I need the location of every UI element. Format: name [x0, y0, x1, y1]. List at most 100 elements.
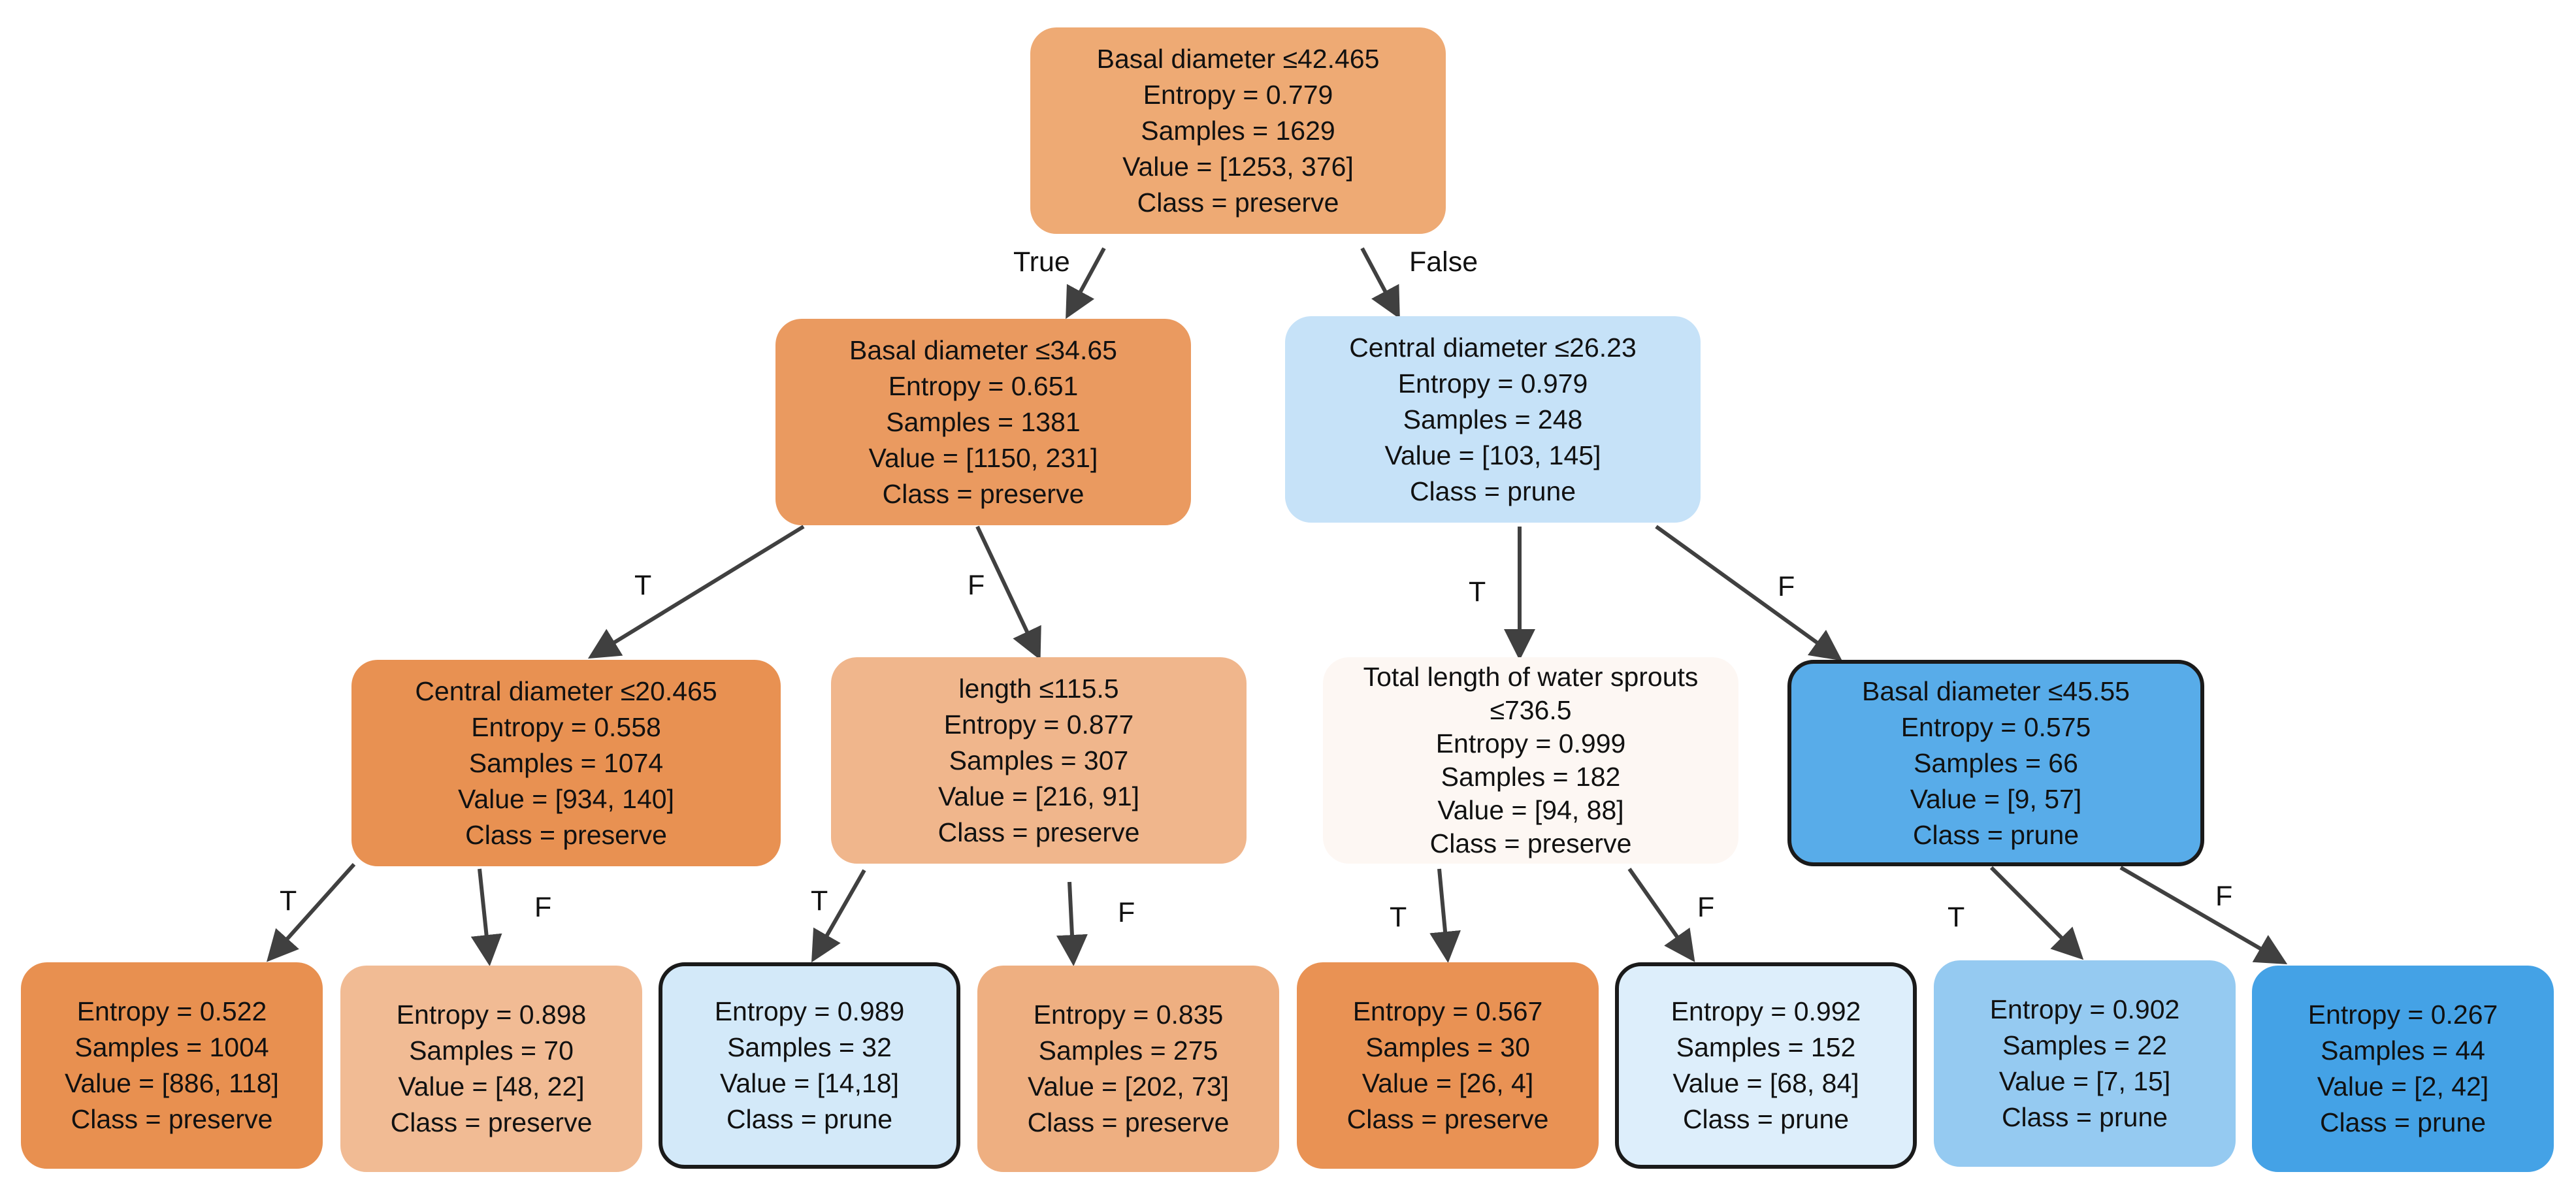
node-text-line: Value = [94, 88] — [1437, 795, 1624, 825]
node-text-line: Basal diameter ≤45.55 — [1862, 676, 2130, 706]
edge-n4-to-l4 — [1056, 881, 1088, 966]
node-text-line: Entropy = 0.992 — [1671, 996, 1861, 1026]
node-text-line: Entropy = 0.902 — [1989, 994, 2180, 1024]
edge-root-to-n1 — [1066, 247, 1106, 319]
node-text-line: Samples = 66 — [1914, 747, 2078, 778]
edge-label-n5-f: F — [1697, 892, 1715, 923]
node-text-line: Class = prune — [1682, 1104, 1850, 1134]
node-text-line: Entropy = 0.522 — [76, 996, 267, 1026]
node-text-line: Class = preserve — [1027, 1107, 1230, 1137]
node-text-line: Entropy = 0.835 — [1033, 1000, 1224, 1030]
edge-label-n4-t: T — [811, 885, 828, 917]
edge-n2-to-n6 — [1655, 525, 1842, 661]
edge-n6-to-l7 — [1989, 866, 2084, 960]
node-text-line: Class = preserve — [1429, 828, 1632, 858]
node-text-line: Samples = 307 — [949, 745, 1129, 775]
node-text-line: Samples = 44 — [2321, 1035, 2485, 1066]
node-text-line: Central diameter ≤26.23 — [1349, 332, 1637, 363]
node-text-line: Class = prune — [2001, 1102, 2168, 1132]
node-text-line: Class = preserve — [1346, 1104, 1549, 1134]
edge-root-to-n2 — [1360, 247, 1400, 319]
node-text-line: Value = [48, 22] — [398, 1071, 585, 1101]
node-text-line: Basal diameter ≤34.65 — [849, 334, 1117, 365]
node-text-line: Value = [68, 84] — [1672, 1068, 1859, 1098]
edge-label-n3-t: T — [280, 885, 297, 917]
node-text-line: Entropy = 0.558 — [471, 711, 661, 742]
node-text-line: Samples = 1004 — [74, 1032, 269, 1062]
node-text-line: Entropy = 0.979 — [1397, 368, 1588, 399]
node-text-line: Class = prune — [726, 1104, 893, 1134]
edge-label-n2-f: F — [1778, 571, 1795, 602]
edge-n1-to-n3 — [587, 525, 805, 659]
node-text-line: Value = [103, 145] — [1384, 440, 1601, 470]
node-text-line: Class = prune — [1409, 476, 1576, 506]
node-text-line: Value = [26, 4] — [1361, 1068, 1534, 1098]
node-text-line: Class = preserve — [937, 817, 1140, 847]
edge-n3-to-l1 — [266, 862, 356, 962]
edge-label-root-true: True — [1013, 246, 1070, 278]
node-text-line: Value = [216, 91] — [937, 781, 1140, 811]
node-text-line: Value = [202, 73] — [1027, 1071, 1230, 1101]
node-text-line: Entropy = 0.575 — [1900, 711, 2091, 742]
node-text-line: Class = preserve — [465, 819, 667, 850]
node-text-line: Entropy = 0.651 — [888, 370, 1079, 401]
edge-label-n5-t: T — [1390, 902, 1407, 933]
node-text-line: Value = [886, 118] — [65, 1068, 279, 1098]
edge-n4-to-l3 — [811, 869, 866, 963]
edge-label-n2-t: T — [1469, 576, 1486, 608]
node-text-line: Samples = 275 — [1038, 1035, 1218, 1066]
node-text-line: Class = preserve — [1137, 187, 1339, 218]
node-text-line: Class = prune — [1912, 819, 2079, 850]
node-text-line: Value = [7, 15] — [1998, 1066, 2171, 1096]
edge-n6-to-l8 — [2119, 866, 2288, 965]
node-text-line: Class = preserve — [390, 1107, 593, 1137]
node-text-line: Entropy = 0.779 — [1143, 79, 1333, 110]
node-text-line: Class = preserve — [71, 1104, 273, 1134]
node-text-line: Entropy = 0.989 — [714, 996, 905, 1026]
node-text-line: Samples = 1629 — [1141, 115, 1335, 146]
node-text-line: Total length of water sprouts — [1363, 662, 1699, 692]
edge-n1-to-n4 — [975, 525, 1041, 660]
node-text-line: Class = preserve — [882, 478, 1084, 509]
node-text-line: ≤736.5 — [1490, 695, 1572, 725]
edge-n5-to-l5 — [1429, 868, 1461, 963]
node-text-line: Entropy = 0.999 — [1435, 728, 1626, 758]
node-text-line: Entropy = 0.898 — [396, 1000, 587, 1030]
edge-label-n3-f: F — [534, 892, 552, 923]
edge-n5-to-l6 — [1627, 868, 1695, 962]
node-text-line: Samples = 182 — [1441, 762, 1621, 792]
edge-label-n6-t: T — [1948, 902, 1965, 933]
node-text-line: Value = [1150, 231] — [868, 442, 1098, 473]
edge-label-n4-f: F — [1118, 897, 1135, 928]
node-text-line: Central diameter ≤20.465 — [415, 676, 717, 706]
node-text-line: Samples = 22 — [2002, 1030, 2167, 1060]
node-text-line: Basal diameter ≤42.465 — [1096, 43, 1380, 74]
node-text-line: Value = [2, 42] — [2317, 1071, 2489, 1101]
edge-label-root-false: False — [1409, 246, 1478, 278]
edge-label-n1-f: F — [968, 570, 985, 601]
edge-n3-to-l2 — [470, 868, 502, 966]
node-text-line: Samples = 152 — [1676, 1032, 1856, 1062]
edge-label-n6-f: F — [2215, 881, 2233, 912]
node-text-line: Samples = 1074 — [468, 747, 664, 778]
node-text-line: Value = [1253, 376] — [1122, 151, 1354, 182]
node-text-line: Class = prune — [2319, 1107, 2486, 1137]
node-text-line: Entropy = 0.267 — [2307, 1000, 2498, 1030]
edge-label-n1-t: T — [634, 570, 652, 601]
node-text-line: Samples = 1381 — [886, 406, 1081, 437]
node-text-line: Value = [9, 57] — [1910, 783, 2082, 814]
node-text-line: Value = [14,18] — [720, 1068, 899, 1098]
